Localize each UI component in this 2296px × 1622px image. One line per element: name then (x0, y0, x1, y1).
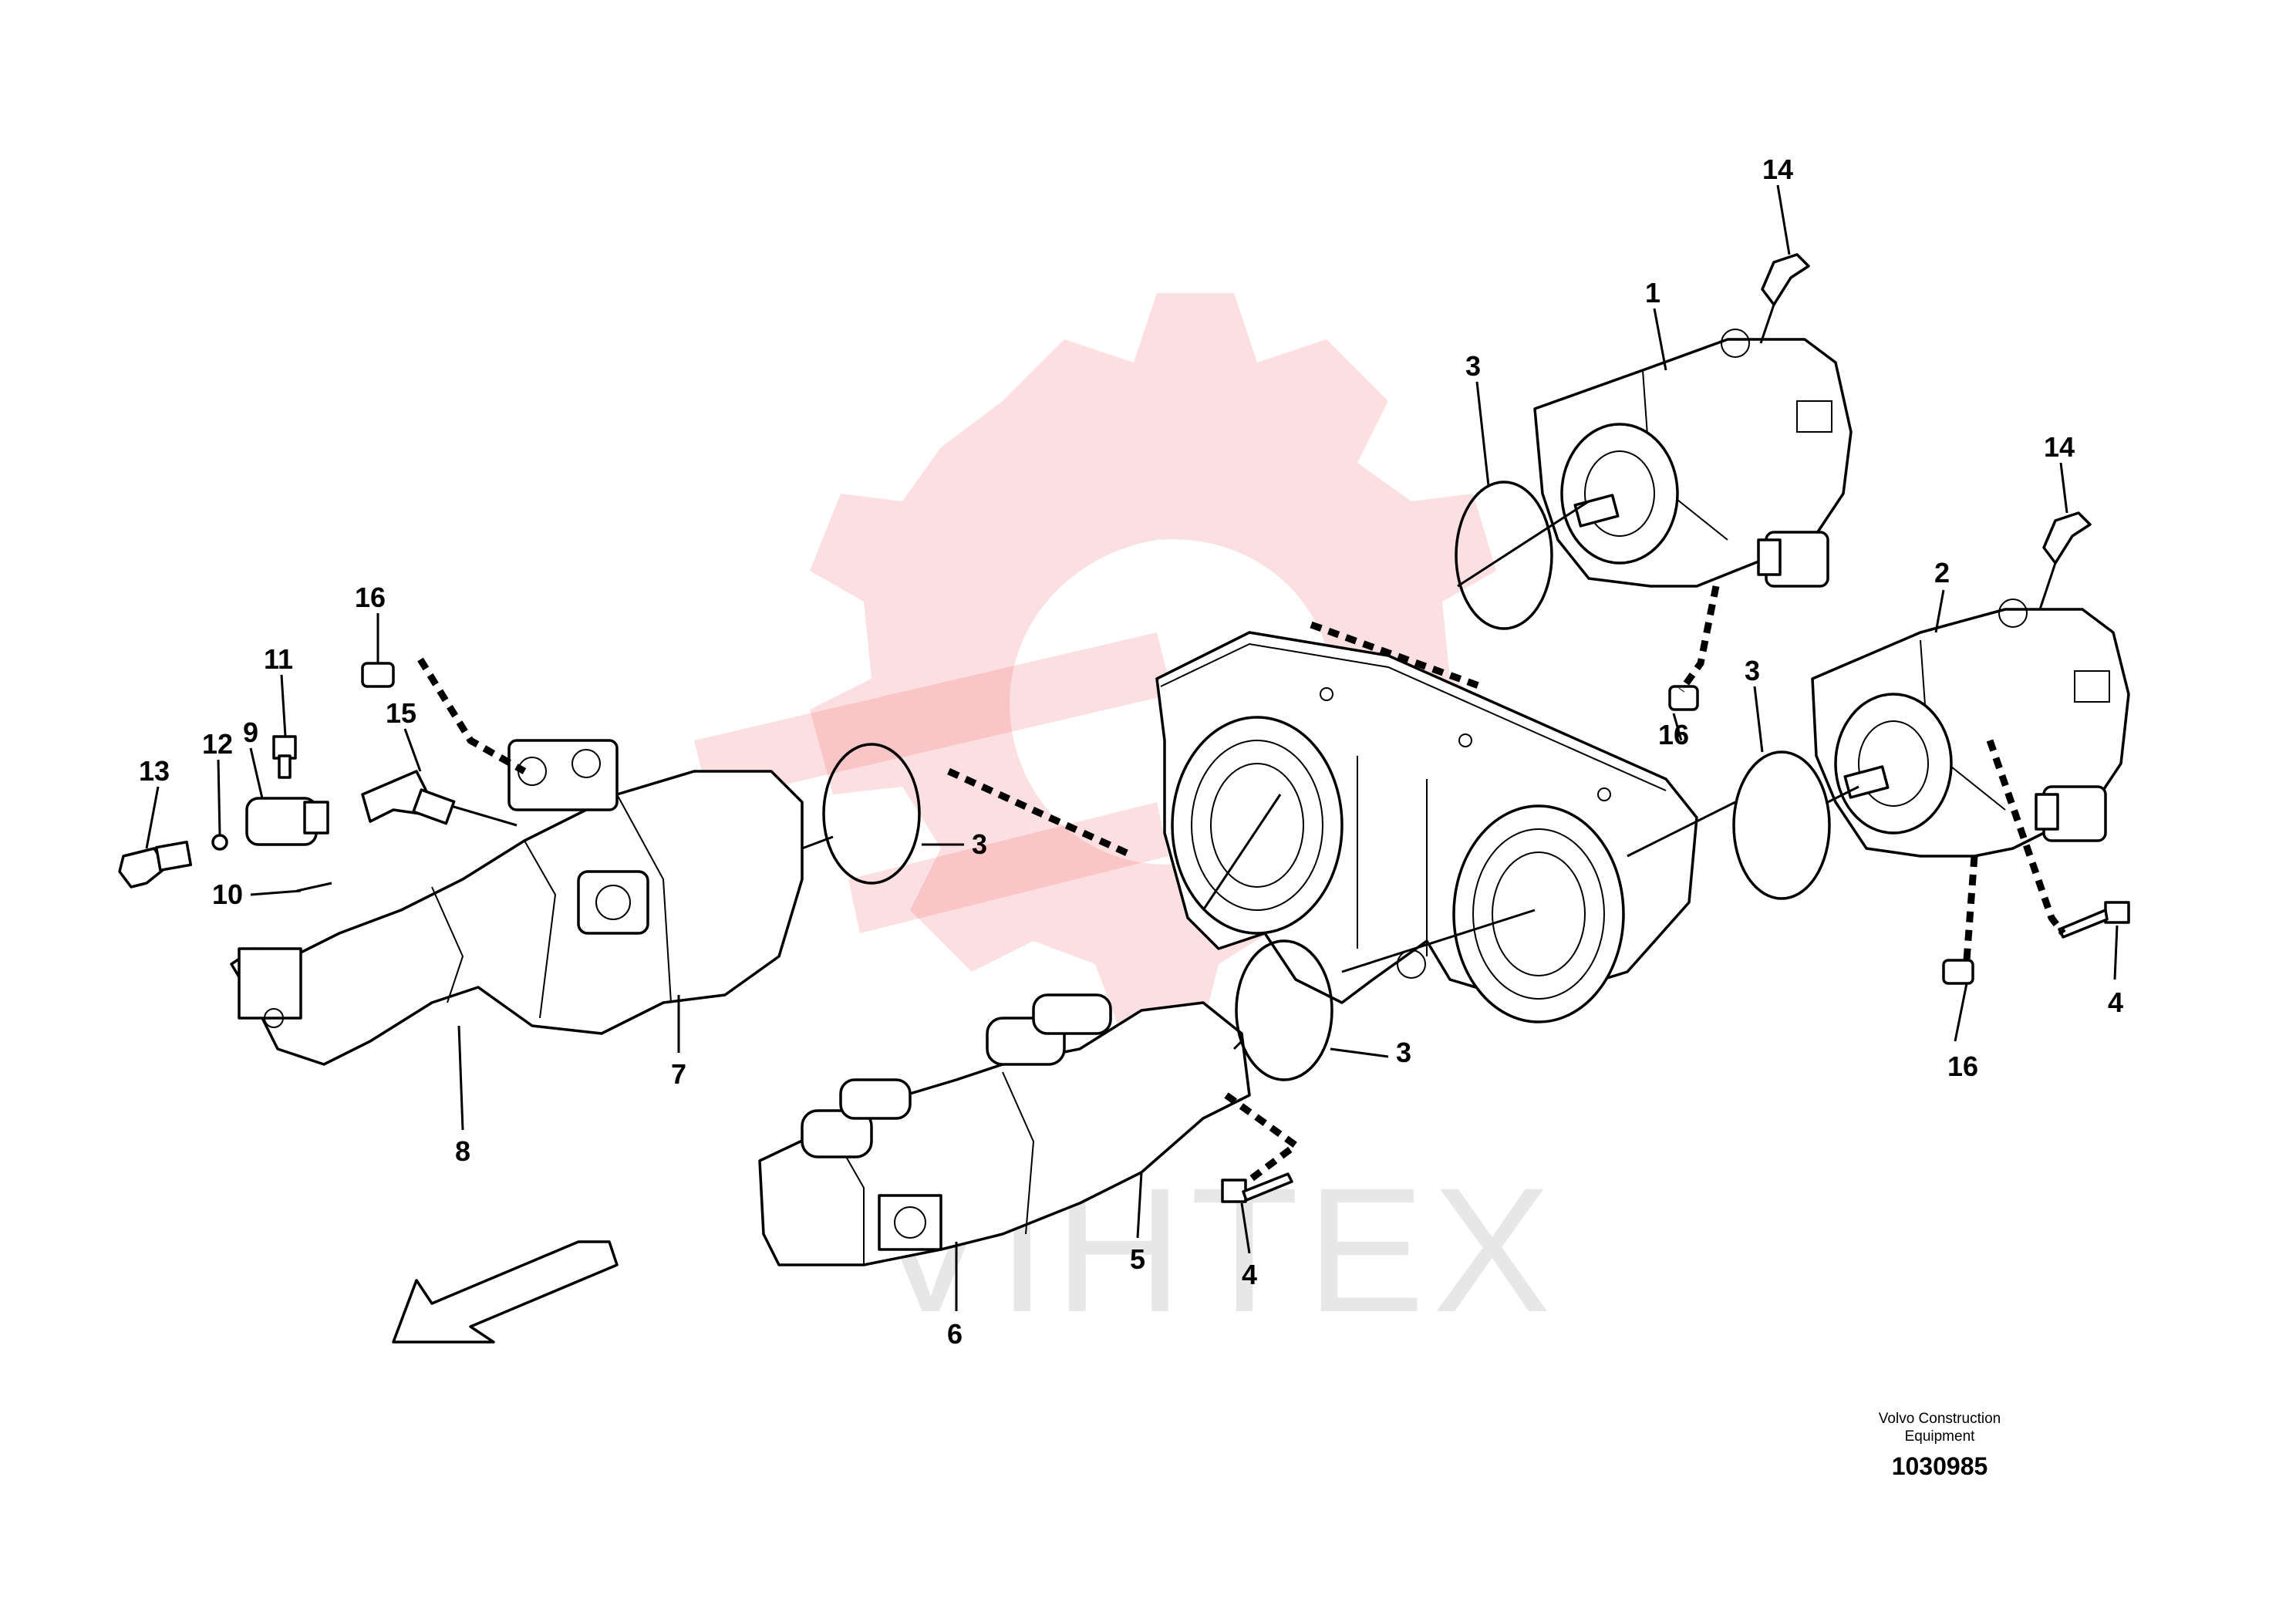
alignment-line (801, 835, 834, 850)
leader-line (1240, 1202, 1251, 1254)
elbow-fitting-15 (361, 770, 456, 825)
assembly-line (947, 767, 1135, 860)
leader-line (403, 728, 422, 772)
callout-16-lower: 16 (1947, 1050, 1978, 1082)
leader-line (250, 889, 302, 896)
o-ring-3-left (822, 743, 921, 885)
hydraulic-pump-2 (1811, 599, 2130, 858)
o-ring-3-bottom (1235, 939, 1333, 1081)
bolt-4-right (2058, 901, 2130, 939)
callout-5: 5 (1130, 1243, 1145, 1275)
callout-3-bottom: 3 (1396, 1037, 1411, 1068)
callout-10: 10 (212, 878, 243, 910)
callout-4-bottom: 4 (1242, 1259, 1257, 1290)
elbow-fitting-14-upper (1759, 253, 1810, 344)
callout-9: 9 (243, 717, 258, 748)
tandem-pump-7-8 (230, 739, 804, 1066)
alignment-line (1827, 785, 1859, 804)
leader-line (2059, 462, 2068, 514)
callout-3-upper: 3 (1465, 350, 1481, 382)
callout-16-middle: 16 (1658, 719, 1689, 750)
alignment-line (1627, 801, 1736, 858)
manufacturer-credit-line2: Equipment (1905, 1428, 1976, 1445)
alignment-line (1232, 1040, 1243, 1050)
solenoid-valve-9 (245, 797, 329, 846)
tandem-pump-5-6 (758, 993, 1251, 1266)
leader-line (1753, 686, 1764, 753)
assembly-line (1986, 739, 2066, 936)
o-ring-3-pump1 (1455, 481, 1553, 630)
seal-10 (296, 882, 332, 892)
leader-line (1934, 589, 1945, 633)
hydraulic-pump-1 (1533, 329, 1853, 588)
leader-line (249, 747, 264, 799)
callout-14-upper: 14 (1762, 153, 1793, 185)
callout-14-right: 14 (2044, 431, 2075, 463)
leader-line (1672, 713, 1683, 741)
washer-12 (211, 834, 228, 851)
leader-line (1653, 308, 1667, 371)
leader-line (1136, 1172, 1143, 1239)
alignment-line (450, 804, 518, 827)
callout-11: 11 (264, 643, 293, 675)
callout-16-left: 16 (355, 582, 386, 613)
plug-16-lower-right (1942, 959, 1974, 985)
callout-6: 6 (947, 1318, 963, 1350)
elbow-fitting-13 (118, 841, 193, 889)
callout-8: 8 (455, 1135, 470, 1167)
manufacturer-credit-line1: Volvo Construction (1879, 1411, 2001, 1427)
callout-7: 7 (671, 1058, 686, 1090)
callout-12: 12 (202, 728, 233, 760)
callout-3-right: 3 (1745, 655, 1760, 686)
callout-15: 15 (386, 697, 416, 729)
leader-line (217, 759, 221, 836)
alignment-line (1457, 500, 1590, 588)
document-number: 1030985 (1892, 1452, 1988, 1480)
bolt-11 (272, 735, 297, 779)
assembly-line (1678, 585, 1720, 693)
leader-line (1954, 983, 1968, 1042)
elbow-fitting-14-lower (2038, 511, 2092, 610)
plug-16-middle-right (1668, 685, 1699, 711)
assembly-line (417, 657, 527, 774)
bolt-4-bottom (1221, 1172, 1293, 1203)
leader-line (1776, 184, 1791, 255)
leader-line (2113, 925, 2119, 980)
leader-line (457, 1025, 464, 1131)
o-ring-3-pump2 (1732, 750, 1831, 900)
callout-3-left: 3 (972, 828, 987, 860)
assembly-line (1963, 855, 1978, 961)
alignment-line (1202, 794, 1282, 911)
leader-line (1475, 381, 1490, 487)
leader-line (1330, 1047, 1389, 1058)
assembly-line (1224, 1092, 1302, 1183)
direction-arrow (392, 1240, 619, 1344)
callout-1: 1 (1645, 277, 1660, 309)
callout-2: 2 (1934, 557, 1950, 588)
callout-4-right: 4 (2108, 986, 2123, 1018)
leader-line (280, 674, 287, 737)
plug-16-upper-left (361, 662, 395, 688)
assembly-line (1310, 621, 1482, 690)
pump-drive-housing (1155, 631, 1698, 1023)
callout-13: 13 (139, 755, 170, 787)
alignment-line (1341, 909, 1536, 973)
leader-line (145, 786, 160, 849)
